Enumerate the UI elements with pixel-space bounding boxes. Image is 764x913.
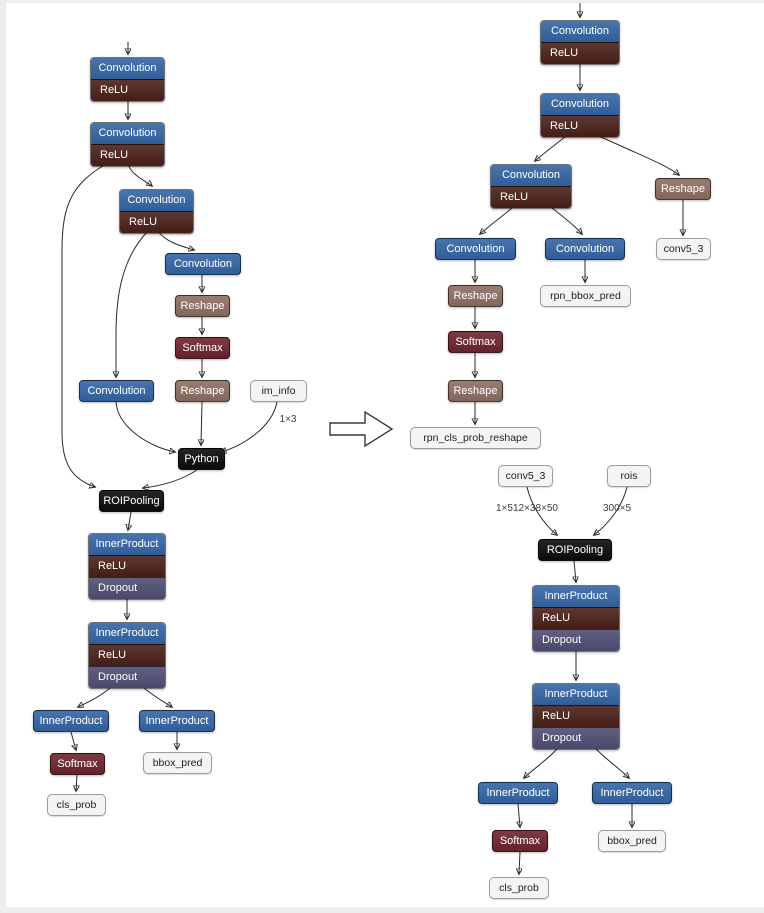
- edge: [143, 469, 198, 488]
- edge: [76, 774, 77, 791]
- layer-relu[interactable]: ReLU: [541, 42, 619, 64]
- layer-innerproduct[interactable]: InnerProduct: [89, 623, 165, 644]
- layer-relu[interactable]: ReLU: [491, 186, 571, 208]
- layer-innerproduct-bbox[interactable]: InnerProduct: [139, 710, 215, 732]
- edge: [594, 486, 628, 535]
- layer-relu[interactable]: ReLU: [91, 144, 164, 166]
- blob-rois[interactable]: rois: [607, 465, 651, 487]
- conv-relu-block-r2[interactable]: Convolution ReLU: [540, 93, 620, 138]
- edge: [535, 136, 566, 161]
- conv-relu-block-r1[interactable]: Convolution ReLU: [540, 20, 620, 65]
- blob-bbox-pred[interactable]: bbox_pred: [143, 752, 212, 774]
- layer-innerproduct-cls[interactable]: InnerProduct: [33, 710, 109, 732]
- right-diagram-edges: [475, 3, 683, 874]
- layer-innerproduct-bbox-r[interactable]: InnerProduct: [592, 782, 672, 804]
- layer-dropout[interactable]: Dropout: [89, 577, 165, 599]
- fc-block-r1[interactable]: InnerProduct ReLU Dropout: [532, 585, 620, 652]
- layer-innerproduct-cls-r[interactable]: InnerProduct: [478, 782, 558, 804]
- layer-softmax-rpn[interactable]: Softmax: [175, 337, 230, 359]
- layer-innerproduct[interactable]: InnerProduct: [533, 684, 619, 705]
- edge: [61, 163, 107, 487]
- edge: [551, 207, 582, 234]
- dim-label-rois: 300×5: [602, 503, 632, 514]
- edge: [600, 136, 679, 175]
- layer-softmax-cls-r[interactable]: Softmax: [492, 830, 548, 852]
- fc-block-2[interactable]: InnerProduct ReLU Dropout: [88, 622, 166, 689]
- fc-block-r2[interactable]: InnerProduct ReLU Dropout: [532, 683, 620, 750]
- layer-reshape-r1[interactable]: Reshape: [448, 285, 503, 307]
- layer-reshape-1[interactable]: Reshape: [175, 295, 230, 317]
- edge: [127, 163, 152, 186]
- blob-bbox-pred-r[interactable]: bbox_pred: [598, 830, 666, 852]
- layer-convolution[interactable]: Convolution: [541, 21, 619, 42]
- layer-dropout[interactable]: Dropout: [533, 727, 619, 749]
- edge: [519, 851, 520, 874]
- edge: [115, 401, 175, 452]
- layer-innerproduct[interactable]: InnerProduct: [89, 534, 165, 555]
- layer-relu[interactable]: ReLU: [91, 79, 164, 101]
- layer-relu[interactable]: ReLU: [533, 607, 619, 629]
- layer-reshape-conv5[interactable]: Reshape: [655, 178, 711, 200]
- edge: [526, 486, 557, 535]
- layer-relu[interactable]: ReLU: [89, 644, 165, 666]
- layer-convolution[interactable]: Convolution: [541, 94, 619, 115]
- layer-roipooling-r[interactable]: ROIPooling: [538, 539, 612, 561]
- layer-reshape-2[interactable]: Reshape: [175, 380, 230, 402]
- layer-innerproduct[interactable]: InnerProduct: [533, 586, 619, 607]
- edge: [524, 748, 558, 778]
- zoom-arrow-icon: [329, 410, 394, 448]
- layer-convolution[interactable]: Convolution: [91, 123, 164, 144]
- layer-softmax-cls[interactable]: Softmax: [50, 753, 105, 775]
- layer-convolution-rpn-bbox[interactable]: Convolution: [545, 238, 625, 260]
- blob-cls-prob-r[interactable]: cls_prob: [489, 877, 549, 899]
- layer-dropout[interactable]: Dropout: [89, 666, 165, 688]
- edge: [143, 687, 172, 707]
- window-edge-left: [0, 0, 6, 913]
- layer-python-proposal[interactable]: Python: [178, 448, 225, 470]
- layer-convolution[interactable]: Convolution: [491, 165, 571, 186]
- fc-block-1[interactable]: InnerProduct ReLU Dropout: [88, 533, 166, 600]
- layer-convolution-rpn[interactable]: Convolution: [165, 253, 241, 275]
- layer-relu[interactable]: ReLU: [541, 115, 619, 137]
- layer-softmax-rpn-r[interactable]: Softmax: [448, 331, 503, 353]
- layer-convolution-rpn-cls[interactable]: Convolution: [435, 238, 516, 260]
- layer-convolution-bbox[interactable]: Convolution: [79, 380, 154, 402]
- edge: [518, 803, 520, 827]
- layer-convolution[interactable]: Convolution: [120, 190, 193, 211]
- blob-rpn-bbox-pred[interactable]: rpn_bbox_pred: [540, 285, 631, 307]
- layer-relu[interactable]: ReLU: [533, 705, 619, 727]
- edge: [221, 401, 278, 452]
- edge: [480, 207, 513, 234]
- edge: [595, 748, 629, 778]
- blob-cls-prob[interactable]: cls_prob: [47, 794, 106, 816]
- edge: [574, 560, 576, 582]
- blob-rpn-cls-prob-reshape[interactable]: rpn_cls_prob_reshape: [410, 427, 541, 449]
- layer-convolution[interactable]: Convolution: [91, 58, 164, 79]
- edge: [70, 731, 76, 750]
- conv-relu-block-r3[interactable]: Convolution ReLU: [490, 164, 572, 209]
- edge: [78, 687, 111, 707]
- layer-relu[interactable]: ReLU: [89, 555, 165, 577]
- dim-label-roi-feature: 1×512×38×50: [495, 503, 558, 514]
- layer-dropout[interactable]: Dropout: [533, 629, 619, 651]
- window-edge-bottom: [0, 907, 764, 913]
- conv-relu-block-3[interactable]: Convolution ReLU: [119, 189, 194, 234]
- conv-relu-block-2[interactable]: Convolution ReLU: [90, 122, 165, 167]
- window-edge-top: [0, 0, 764, 3]
- edge: [128, 511, 131, 530]
- edge: [116, 230, 149, 377]
- layer-relu[interactable]: ReLU: [120, 211, 193, 233]
- layer-reshape-r2[interactable]: Reshape: [448, 380, 503, 402]
- blob-conv5-3-top[interactable]: conv5_3: [656, 238, 711, 260]
- blob-conv5-3-roi[interactable]: conv5_3: [498, 465, 553, 487]
- conv-relu-block-1[interactable]: Convolution ReLU: [90, 57, 165, 102]
- dim-label-im-info: 1×3: [279, 414, 297, 425]
- layer-roipooling[interactable]: ROIPooling: [99, 490, 164, 512]
- blob-im-info[interactable]: im_info: [250, 380, 307, 402]
- edge: [201, 401, 202, 445]
